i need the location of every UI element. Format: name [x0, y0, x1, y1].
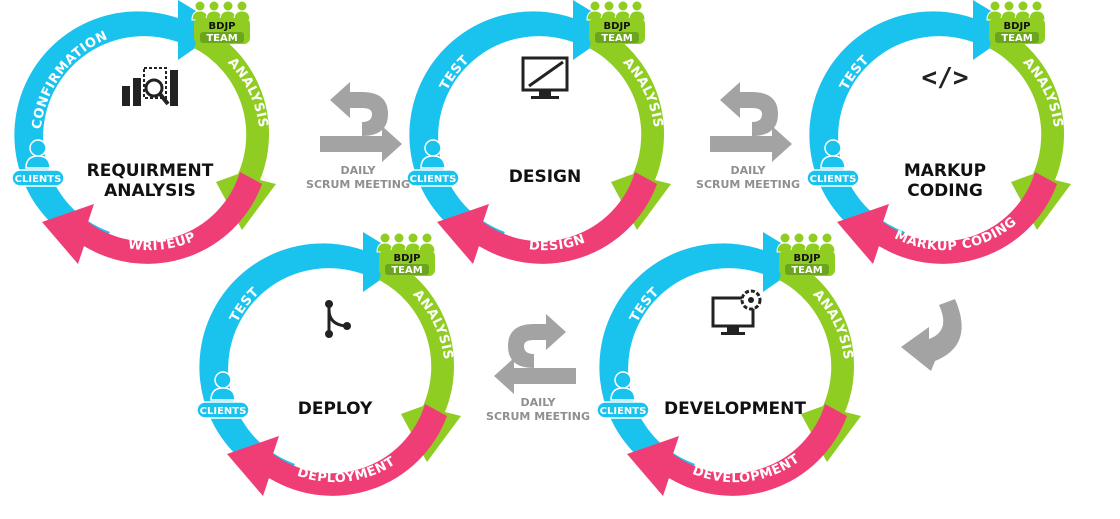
loop-arrow-icon: [710, 82, 792, 162]
team-badge-line2: TEAM: [391, 265, 422, 276]
team-member-icon: [376, 232, 394, 253]
cycle-title: DEVELOPMENT: [664, 399, 806, 419]
client-person-icon: [420, 139, 446, 169]
curved-return-arrow-icon: [901, 299, 962, 371]
client-person-icon: [820, 139, 846, 169]
team-member-icon: [205, 0, 223, 21]
clients-label: CLIENTS: [200, 406, 247, 417]
team-member-icon: [219, 0, 237, 21]
clients-label: CLIENTS: [410, 174, 457, 185]
team-badge-line2: TEAM: [206, 33, 237, 44]
team-badge-line2: TEAM: [1001, 33, 1032, 44]
clients-label: CLIENTS: [810, 174, 857, 185]
design-monitor-icon: [521, 56, 569, 99]
loop-arrow-icon: [494, 314, 576, 394]
clients-label: CLIENTS: [15, 174, 62, 185]
cycle-title-line1: MARKUP: [904, 161, 986, 181]
client-person-icon: [210, 371, 236, 401]
clients-badge: CLIENTS: [806, 139, 860, 187]
team-member-icon: [600, 0, 618, 21]
team-badge-line1: BDJP: [604, 21, 631, 32]
clients-badge: CLIENTS: [11, 139, 65, 187]
team-member-icon: [790, 232, 808, 253]
git-branch-icon: [325, 300, 351, 338]
analysis-chart-icon: [122, 67, 178, 106]
cycle-1: BDJPTEAMCLIENTSCONFIRMATIONANALYSISWRITE…: [11, 0, 276, 264]
team-member-icon: [628, 0, 646, 21]
team-member-icon: [776, 232, 794, 253]
cycle-title: DESIGN: [509, 167, 581, 187]
team-member-icon: [614, 0, 632, 21]
svg-text:</>: </>: [922, 63, 969, 93]
team-member-icon: [233, 0, 251, 21]
team-member-icon: [586, 0, 604, 21]
team-member-icon: [418, 232, 436, 253]
scrum-label-line1: DAILY: [341, 164, 377, 177]
team-member-icon: [1028, 0, 1046, 21]
loop-arrow-icon: [320, 82, 402, 162]
team-member-icon: [1000, 0, 1018, 21]
scrum-label-line2: SCRUM MEETING: [486, 410, 590, 423]
team-member-icon: [818, 232, 836, 253]
team-badge-line2: TEAM: [601, 33, 632, 44]
team-badge-line1: BDJP: [209, 21, 236, 32]
scrum-label-line2: SCRUM MEETING: [696, 178, 800, 191]
code-icon: </>: [922, 63, 969, 93]
clients-label: CLIENTS: [600, 406, 647, 417]
cycle-title-line2: CODING: [907, 181, 983, 201]
team-badge-line1: BDJP: [794, 253, 821, 264]
client-person-icon: [25, 139, 51, 169]
clients-badge: CLIENTS: [406, 139, 460, 187]
cycle-title-line1: REQUIRMENT: [87, 161, 214, 181]
team-badge-line1: BDJP: [1004, 21, 1031, 32]
team-member-icon: [1014, 0, 1032, 21]
team-member-icon: [804, 232, 822, 253]
scrum-label-line2: SCRUM MEETING: [306, 178, 410, 191]
client-person-icon: [610, 371, 636, 401]
clients-badge: CLIENTS: [196, 371, 250, 419]
team-badge-line2: TEAM: [791, 265, 822, 276]
clients-badge: CLIENTS: [596, 371, 650, 419]
team-member-icon: [986, 0, 1004, 21]
development-gear-monitor-icon: [711, 289, 762, 335]
team-badge-line1: BDJP: [394, 253, 421, 264]
team-member-icon: [404, 232, 422, 253]
team-member-icon: [390, 232, 408, 253]
cycle-title-line2: ANALYSIS: [104, 181, 196, 201]
scrum-label-line1: DAILY: [731, 164, 767, 177]
cycle-title: DEPLOY: [298, 399, 373, 419]
scrum-label-line1: DAILY: [521, 396, 557, 409]
